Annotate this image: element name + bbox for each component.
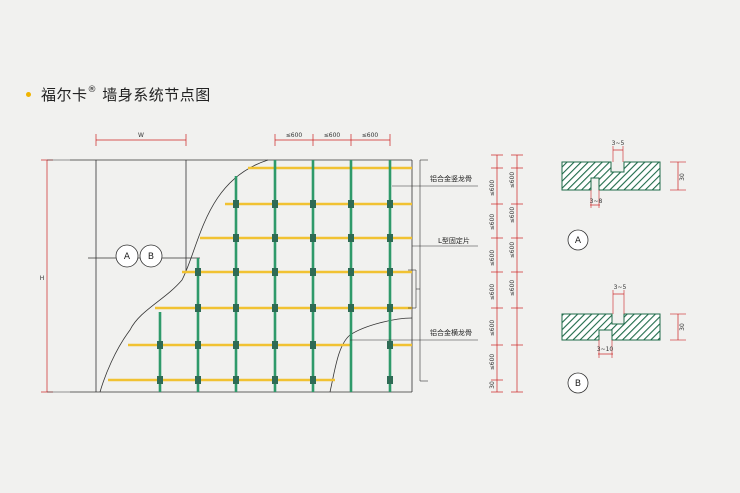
svg-text:≤600: ≤600 [489, 284, 496, 301]
label-vertical-keel: 铝合金竖龙骨 [430, 174, 472, 183]
label-leaders [350, 159, 478, 382]
svg-text:≤600: ≤600 [489, 354, 496, 371]
svg-text:≤600: ≤600 [489, 320, 496, 337]
callout-b: B [139, 244, 163, 268]
detail-b: 3~5 3~10 30 B [561, 284, 686, 394]
svg-text:≤600: ≤600 [509, 280, 516, 297]
detail-a-top-dim: 3~5 [612, 140, 625, 147]
bullet-icon [26, 91, 31, 97]
top-dimension-w: W [95, 132, 187, 146]
svg-text:≤600: ≤600 [489, 250, 496, 267]
detail-a-side-dim: 30 [679, 173, 686, 181]
svg-text:A: A [124, 252, 131, 262]
right-dimension-labels: ≤600 ≤600 ≤600 ≤600 ≤600 ≤600 ≤600 ≤600 … [489, 172, 516, 389]
horizontal-keels [108, 166, 412, 382]
title-row: 福尔卡® 墙身系统节点图 [26, 82, 211, 106]
detail-a: 3~5 3~8 30 A [561, 140, 686, 251]
detail-b-bottom-dim: 3~10 [597, 346, 614, 353]
detail-a-bottom-dim: 3~8 [590, 198, 603, 205]
page-title: 福尔卡® 墙身系统节点图 [41, 84, 211, 104]
svg-text:30: 30 [489, 381, 496, 389]
detail-a-label: A [575, 236, 582, 246]
detail-b-top-dim: 3~5 [614, 284, 627, 291]
dim-top-2: ≤600 [324, 132, 341, 139]
detail-b-label: B [575, 379, 581, 389]
svg-text:≤600: ≤600 [509, 207, 516, 224]
label-l-bracket: L型固定片 [438, 236, 470, 245]
svg-text:≤600: ≤600 [509, 242, 516, 259]
wall-outline [70, 159, 413, 393]
svg-text:B: B [148, 252, 154, 262]
dim-w-label: W [138, 132, 144, 139]
left-dimension-h: H [40, 159, 70, 393]
svg-text:≤600: ≤600 [489, 214, 496, 231]
detail-b-side-dim: 30 [679, 323, 686, 331]
callout-a: A [115, 244, 139, 268]
dim-h-label: H [40, 275, 45, 282]
l-brackets [157, 200, 393, 384]
top-dimension-spacing: ≤600 ≤600 ≤600 [274, 132, 391, 146]
label-horizontal-keel: 铝合金横龙骨 [430, 328, 472, 337]
svg-text:≤600: ≤600 [489, 180, 496, 197]
dim-top-1: ≤600 [286, 132, 303, 139]
svg-text:≤600: ≤600 [509, 172, 516, 189]
dim-top-3: ≤600 [362, 132, 379, 139]
right-dimension-chain [491, 154, 523, 393]
